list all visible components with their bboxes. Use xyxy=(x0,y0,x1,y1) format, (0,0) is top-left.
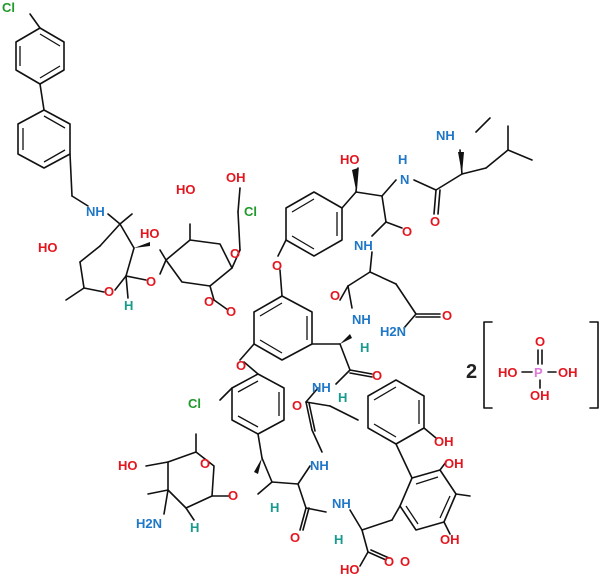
label-h-nh: H xyxy=(398,152,407,167)
label-o-link3: O xyxy=(228,488,238,503)
atom-labels: Cl NH HO O O H HO HO OH O O O O O Cl HO … xyxy=(2,0,578,577)
label-nh-asn: NH xyxy=(354,238,373,253)
label-o-asn2: O xyxy=(442,308,452,323)
label-o-ring1: O xyxy=(104,284,114,299)
label-o-link1: O xyxy=(146,274,156,289)
label-nh-ring: NH xyxy=(312,380,331,395)
label-cl-low: Cl xyxy=(188,396,201,411)
label-nh-leu: NH xyxy=(436,128,455,143)
label-oh-g3: OH xyxy=(226,170,246,185)
label-o-aryl1: O xyxy=(272,258,282,273)
label-n-leu: N xyxy=(400,172,409,187)
label-o-low-amide: O xyxy=(290,530,300,545)
label-o-ring2: O xyxy=(230,246,240,261)
label-cl-mid: Cl xyxy=(244,204,257,219)
label-h2n-low: H2N xyxy=(136,516,162,531)
label-o-c2: O xyxy=(292,398,302,413)
stereo-wedges xyxy=(134,152,464,474)
label-nh-low2: NH xyxy=(332,496,351,511)
label-ho-low: HO xyxy=(118,458,138,473)
label-h-low: H xyxy=(270,500,279,515)
label-o-amide-top: O xyxy=(330,288,340,303)
label-o-acid: O xyxy=(384,554,394,569)
label-h-anomer1: H xyxy=(124,298,133,313)
label-h-mid: H xyxy=(360,340,369,355)
label-o-g-link: O xyxy=(226,304,236,319)
label-ho-g1: HO xyxy=(176,182,196,197)
label-nh-mid: NH xyxy=(352,312,371,327)
label-ho-acid: HO xyxy=(340,562,360,577)
label-h-low2: H xyxy=(334,532,343,547)
label-o-aryl2: O xyxy=(236,358,246,373)
label-ho-bhyd: HO xyxy=(340,152,360,167)
bond-skeleton xyxy=(15,13,599,567)
label-o-ring-c: O xyxy=(372,368,382,383)
label-ho-sugar1: HO xyxy=(38,240,58,255)
label-nh-low: NH xyxy=(310,458,329,473)
label-h-anomer3: H xyxy=(190,520,199,535)
label-o-low3: O xyxy=(400,554,410,569)
label-o-glc-anom: O xyxy=(204,294,214,309)
label-oh-r2: OH xyxy=(444,456,464,471)
label-o-leu: O xyxy=(430,214,440,229)
label-phos-p: P xyxy=(534,365,543,380)
label-o-ring3: O xyxy=(200,456,210,471)
label-h-c2: H xyxy=(338,390,347,405)
label-phos-oh2: OH xyxy=(530,388,550,403)
label-h2n-asn: H2N xyxy=(380,324,406,339)
label-coefficient: 2 xyxy=(466,361,477,383)
label-nh-benzyl: NH xyxy=(86,204,105,219)
label-cl-top: Cl xyxy=(2,0,15,15)
label-ho-g2: HO xyxy=(140,226,160,241)
label-oh-r1: OH xyxy=(434,434,454,449)
label-phos-o: O xyxy=(535,334,545,349)
label-phos-ho1: HO xyxy=(498,365,518,380)
label-o-asn1: O xyxy=(402,224,412,239)
label-oh-r3: OH xyxy=(440,532,460,547)
label-phos-oh1: OH xyxy=(558,365,578,380)
